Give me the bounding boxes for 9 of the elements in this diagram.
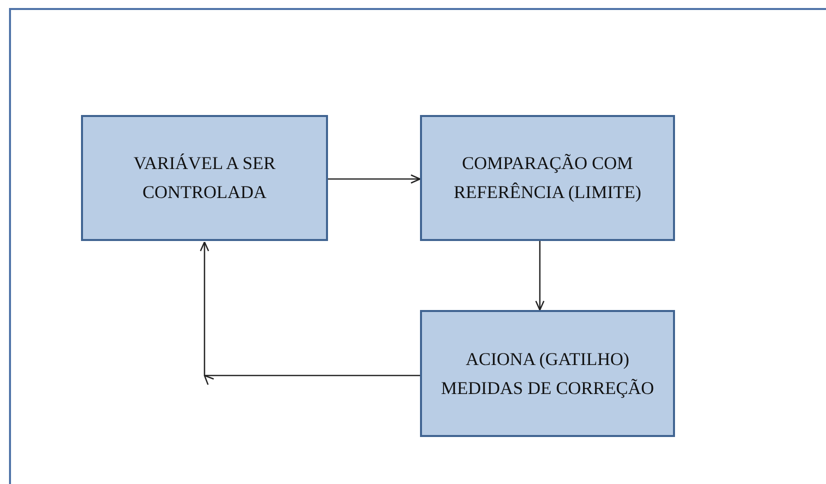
arrow xyxy=(328,174,420,184)
box-label: VARIÁVEL A SER CONTROLADA xyxy=(132,152,277,204)
box-label: ACIONA (GATILHO) MEDIDAS DE CORREÇÃO xyxy=(440,348,655,400)
process-box xyxy=(420,115,675,241)
arrow xyxy=(200,242,420,385)
process-box xyxy=(81,115,328,241)
arrow xyxy=(535,241,544,310)
process-box xyxy=(420,310,675,437)
box-label: COMPARAÇÃO COM REFERÊNCIA (LIMITE) xyxy=(452,152,642,204)
